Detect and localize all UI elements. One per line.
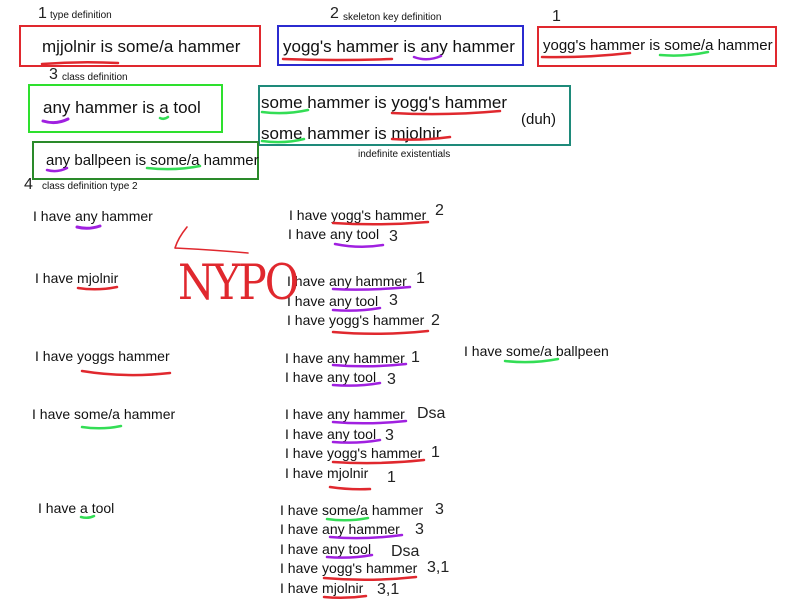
underline-green xyxy=(79,514,96,520)
middle-line: I have yogg's hammer xyxy=(285,445,423,461)
middle-line-number: 3 xyxy=(435,501,444,518)
middle-line-number: 3 xyxy=(389,228,398,245)
class-definition-box: any hammer is a tool xyxy=(28,84,223,133)
class-definition-text: any hammer is a tool xyxy=(43,98,201,117)
middle-line-number: Dsa xyxy=(417,405,446,422)
underline-green xyxy=(80,424,123,430)
middle-line-number: 3 xyxy=(415,521,424,538)
left-item: I have some/a hammer xyxy=(32,406,176,422)
middle-line: I have any hammer xyxy=(285,350,405,366)
indefinite-line-2: some hammer is mjolnir xyxy=(261,124,442,143)
middle-line-number: Dsa xyxy=(391,543,420,560)
right-note: I have some/a ballpeen xyxy=(464,343,609,359)
nypo-scribble: NYPO xyxy=(178,254,299,311)
indefinite-existentials-box: some hammer is yogg's hammer some hammer… xyxy=(258,85,571,146)
type-definition-box: mjjolnir is some/a hammer xyxy=(19,25,261,67)
middle-line: I have any hammer xyxy=(287,273,407,289)
left-item: I have yoggs hammer xyxy=(35,348,170,364)
underline-green xyxy=(325,516,370,522)
skeleton-key-box: yogg's hammer is any hammer xyxy=(277,25,524,66)
ballpeen-box: any ballpeen is some/a hammer xyxy=(32,141,259,180)
middle-line: I have any tool xyxy=(285,426,377,442)
underline-red xyxy=(76,285,119,291)
middle-line-number: 1 xyxy=(387,469,396,486)
middle-line: I have some/a hammer xyxy=(280,502,424,518)
middle-line-number: 1 xyxy=(411,349,420,366)
indefinite-line-1: some hammer is yogg's hammer xyxy=(261,93,508,112)
left-item: I have mjolnir xyxy=(35,270,119,286)
section-2-number: 2 xyxy=(330,5,339,22)
right-definition-box: yogg's hammer is some/a hammer xyxy=(537,26,777,67)
underline-red xyxy=(328,485,372,491)
middle-line: I have any hammer xyxy=(280,521,400,537)
indefinite-note: (duh) xyxy=(521,111,557,128)
section-1-number: 1 xyxy=(38,5,47,22)
indefinite-existentials-label: indefinite existentials xyxy=(358,149,451,160)
middle-line: I have any tool xyxy=(288,226,380,242)
middle-line: I have mjolnir xyxy=(280,580,364,596)
underline-red xyxy=(80,369,172,377)
left-item: I have a tool xyxy=(38,500,115,516)
type-definition-text: mjjolnir is some/a hammer xyxy=(42,37,241,56)
middle-line-number: 2 xyxy=(435,202,444,219)
middle-line-number: 3 xyxy=(389,292,398,309)
underline-red xyxy=(331,329,430,336)
middle-line-number: 2 xyxy=(431,312,440,329)
middle-line-number: 1 xyxy=(416,270,425,287)
ballpeen-text: any ballpeen is some/a hammer xyxy=(46,152,259,169)
middle-line: I have yogg's hammer xyxy=(287,312,425,328)
right-definition-text: yogg's hammer is some/a hammer xyxy=(543,37,773,54)
underline-green xyxy=(503,357,560,364)
middle-line: I have any tool xyxy=(287,293,379,309)
middle-line: I have mjolnir xyxy=(285,465,369,481)
red-arrow xyxy=(174,226,249,254)
underline-purple xyxy=(75,224,102,230)
middle-line: I have any hammer xyxy=(285,406,405,422)
middle-line: I have any tool xyxy=(285,369,377,385)
left-item: I have any hammer xyxy=(33,208,153,224)
section-3-label: class definition xyxy=(62,72,128,83)
middle-line-number: 3,1 xyxy=(427,559,450,576)
section-2-label: skeleton key definition xyxy=(343,12,442,23)
section-1-label: type definition xyxy=(50,10,112,21)
middle-line-number: 3,1 xyxy=(377,581,400,598)
underline-red xyxy=(322,594,368,600)
skeleton-key-text: yogg's hammer is any hammer xyxy=(283,37,515,56)
middle-line-number: 3 xyxy=(387,371,396,388)
underline-purple xyxy=(333,242,385,248)
section-4-label: class definition type 2 xyxy=(42,181,138,192)
section-right-number: 1 xyxy=(552,8,561,25)
middle-line: I have any tool xyxy=(280,541,372,557)
section-4-number: 4 xyxy=(24,176,33,193)
section-3-number: 3 xyxy=(49,66,58,83)
middle-line-number: 1 xyxy=(431,444,440,461)
middle-line: I have yogg's hammer xyxy=(280,560,418,576)
middle-line-number: 3 xyxy=(385,427,394,444)
middle-line: I have yogg's hammer xyxy=(289,207,427,223)
